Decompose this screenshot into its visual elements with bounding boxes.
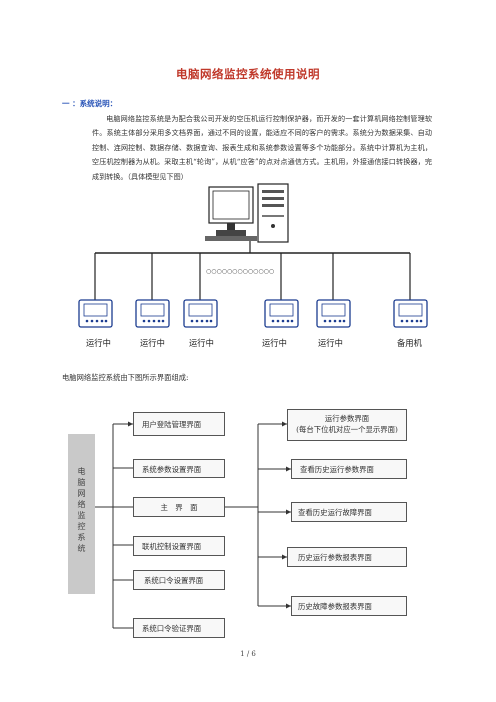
- controller-label-5: 运行中: [318, 338, 343, 348]
- page-number: 1 / 6: [240, 650, 256, 658]
- intro-paragraph-text: 电脑网络监控系统是为配合我公司开发的空压机运行控制保护器，而开发的一套计算机网络…: [92, 114, 432, 181]
- box-main-screen: 主 界 面: [133, 497, 225, 517]
- box-system-params: 系统参数设置界面: [133, 459, 225, 478]
- controller-icon-1: [78, 299, 113, 328]
- controller-icon-6: [393, 299, 428, 328]
- controller-label-4: 运行中: [262, 338, 287, 348]
- box-user-login: 用户登陆管理界面: [133, 412, 225, 436]
- controller-label-6: 备用机: [397, 338, 422, 348]
- intro-paragraph: 电脑网络监控系统是为配合我公司开发的空压机运行控制保护器，而开发的一套计算机网络…: [92, 112, 432, 184]
- box-online-control: 联机控制设置界面: [133, 536, 225, 556]
- screen-caption: 电脑网络监控系统由下图所示界面组成:: [62, 373, 189, 382]
- flowchart-root: 电脑网络监控系统: [68, 434, 95, 594]
- flowchart-root-label: 电脑网络监控系统: [77, 467, 86, 553]
- box-password-setting: 系统口令设置界面: [133, 570, 225, 590]
- controller-label-3: 运行中: [189, 338, 214, 348]
- controller-label-1: 运行中: [86, 338, 111, 348]
- controller-icon-4: [264, 299, 299, 328]
- box-history-faults: 查看历史运行故障界面: [291, 502, 407, 522]
- controller-icon-3: [183, 299, 218, 328]
- document-title: 电脑网络监控系统使用说明: [176, 67, 320, 81]
- host-computer-icon: [205, 183, 289, 243]
- box-password-verify: 系统口令验证界面: [133, 618, 225, 638]
- box-run-params: 运行参数界面 (每台下位机对应一个显示界面): [287, 409, 407, 441]
- controller-icon-5: [316, 299, 351, 328]
- section-heading: 一 ：系统说明：: [62, 99, 118, 108]
- box-history-run-report: 历史运行参数报表界面: [287, 547, 407, 567]
- box-history-run-params: 查看历史运行参数界面: [291, 459, 407, 479]
- controller-label-2: 运行中: [140, 338, 165, 348]
- controller-icon-2: [135, 299, 170, 328]
- box-history-fault-report: 历史故障参数报表界面: [291, 596, 407, 616]
- bus-dots: ○○○○○○○○○○○○○: [206, 268, 274, 275]
